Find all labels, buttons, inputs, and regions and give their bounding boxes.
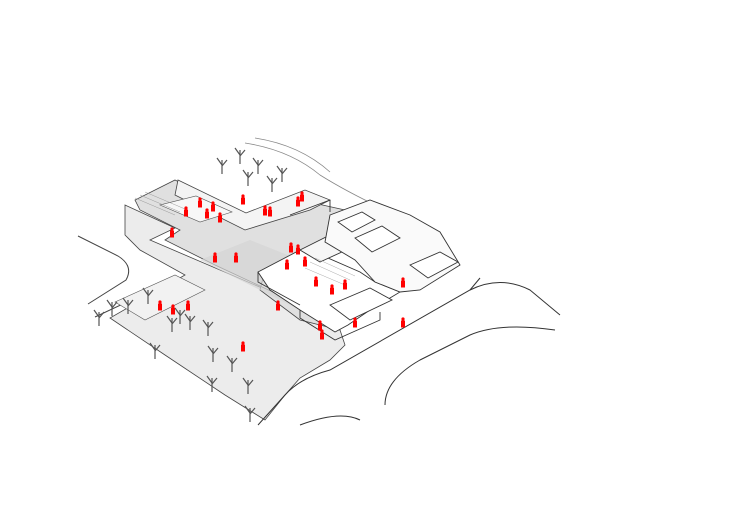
tree-icon (226, 355, 238, 372)
person-figure (353, 317, 357, 328)
tree-icon (174, 307, 186, 324)
person-figure (170, 227, 174, 238)
person-figure (241, 194, 245, 205)
tree-icon (206, 375, 218, 392)
tree-icon (216, 157, 228, 174)
person-figure (213, 252, 217, 263)
tree-icon (276, 165, 288, 182)
tree-icon (252, 157, 264, 174)
tree-icon (142, 287, 154, 304)
person-figure (343, 279, 347, 290)
person-figure (241, 341, 245, 352)
tree-icon (184, 313, 196, 330)
tree-icon (266, 175, 278, 192)
person-figure (211, 201, 215, 212)
person-figure (296, 244, 300, 255)
person-figure (330, 284, 334, 295)
tree-icon (207, 345, 219, 362)
person-figure (218, 212, 222, 223)
person-figure (205, 208, 209, 219)
person-figure (234, 252, 238, 263)
person-figure (186, 300, 190, 311)
tree-icon (242, 377, 254, 394)
tree-icon (106, 299, 118, 316)
person-figure (314, 276, 318, 287)
person-figure (158, 300, 162, 311)
person-figure (184, 206, 188, 217)
person-figure (320, 329, 324, 340)
tree-icon (166, 315, 178, 332)
person-figure (303, 256, 307, 267)
person-figure (171, 304, 175, 315)
people (158, 191, 405, 352)
person-figure (296, 196, 300, 207)
person-figure (289, 242, 293, 253)
lower-road (257, 277, 561, 426)
person-figure (401, 277, 405, 288)
person-figure (318, 320, 322, 331)
building (257, 199, 461, 341)
person-figure (300, 191, 304, 202)
tree-icon (93, 309, 105, 326)
tree-icon (122, 297, 134, 314)
tree-icon (234, 147, 246, 164)
tree-icon (242, 169, 254, 186)
tree-icon (149, 342, 161, 359)
trees (93, 147, 288, 422)
person-figure (276, 300, 280, 311)
tree-icon (202, 319, 214, 336)
tree-icon (244, 405, 256, 422)
person-figure (401, 317, 405, 328)
person-figure (198, 197, 202, 208)
person-figure (263, 205, 267, 216)
person-figure (285, 259, 289, 270)
person-figure (268, 206, 272, 217)
